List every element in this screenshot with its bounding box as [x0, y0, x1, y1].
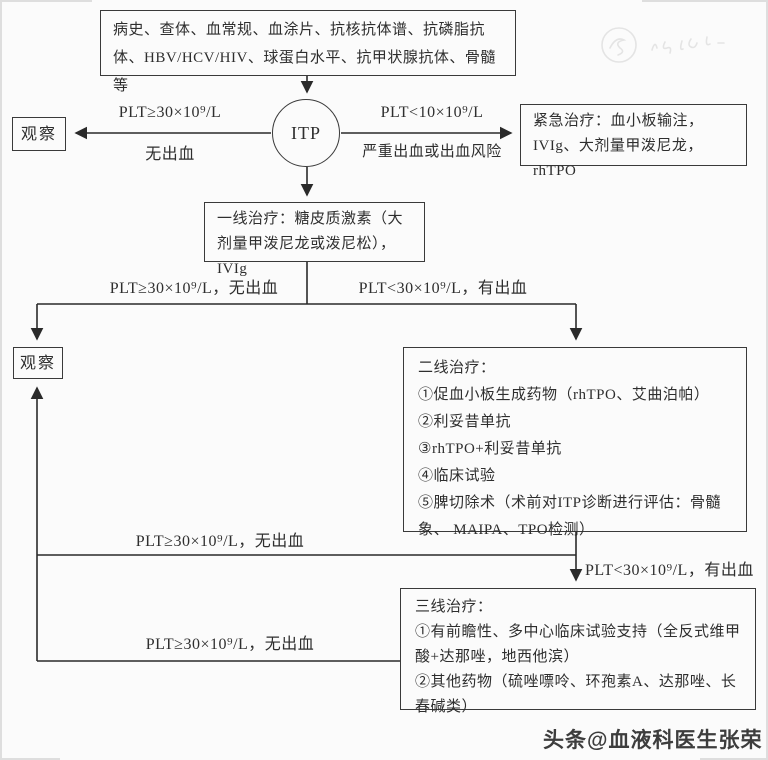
- secondline-treatment-box: 二线治疗： ①促血小板生成药物（rhTPO、艾曲泊帕） ②利妥昔单抗 ③rhTP…: [403, 347, 747, 538]
- label-second-bleed: PLT<30×10⁹/L，有出血: [585, 562, 754, 579]
- itp-node: ITP: [272, 99, 340, 167]
- label-second-no-bleed: PLT≥30×10⁹/L，无出血: [135, 533, 305, 550]
- label-first-bleed: PLT<30×10⁹/L，有出血: [358, 280, 528, 297]
- observe-top-label: 观察: [20, 125, 57, 143]
- scan-edge-right: [766, 0, 768, 760]
- secondline-item-3: ③rhTPO+利妥昔单抗: [418, 441, 562, 457]
- label-plt-ge30: PLT≥30×10⁹/L: [118, 104, 222, 121]
- firstline-treatment-text: 一线治疗：糖皮质激素（大剂量甲泼尼龙或泼尼松），IVIg: [217, 211, 404, 277]
- observe-box-top: 观察: [12, 117, 66, 151]
- label-first-no-bleed: PLT≥30×10⁹/L，无出血: [109, 280, 279, 297]
- label-severe-bleeding-risk: 严重出血或出血风险: [362, 144, 502, 160]
- thirdline-item-2: ②其他药物（硫唑嘌呤、环孢素A、达那唑、长春碱类）: [415, 674, 737, 715]
- observe-mid-label: 观察: [19, 354, 56, 372]
- secondline-title: 二线治疗：: [418, 360, 496, 376]
- label-plt-lt10: PLT<10×10⁹/L: [380, 104, 484, 121]
- publisher-logo-watermark-icon: [601, 27, 725, 63]
- emergency-treatment-box: 紧急治疗：血小板输注，IVIg、大剂量甲泼尼龙，rhTPO: [520, 104, 747, 179]
- observe-box-mid: 观察: [13, 347, 63, 379]
- scan-edge-top-left: [0, 0, 92, 2]
- thirdline-treatment-box: 三线治疗： ①有前瞻性、多中心临床试验支持（全反式维甲酸+达那唑，地西他滨） ②…: [400, 588, 756, 715]
- label-third-no-bleed: PLT≥30×10⁹/L，无出血: [145, 636, 315, 653]
- secondline-item-2: ②利妥昔单抗: [418, 414, 512, 430]
- scan-edge-bottom-right: [700, 758, 768, 760]
- secondline-item-1: ①促血小板生成药物（rhTPO、艾曲泊帕）: [418, 387, 710, 403]
- itp-label: ITP: [291, 122, 321, 143]
- label-no-bleeding: 无出血: [145, 146, 195, 163]
- thirdline-title: 三线治疗：: [415, 599, 493, 615]
- thirdline-item-1: ①有前瞻性、多中心临床试验支持（全反式维甲酸+达那唑，地西他滨）: [415, 624, 741, 665]
- workup-box: 病史、查体、血常规、血涂片、抗核抗体谱、抗磷脂抗体、HBV/HCV/HIV、球蛋…: [100, 10, 516, 94]
- scan-edge-top-right: [642, 0, 768, 2]
- credit-watermark: 头条@血液科医生张荣: [543, 729, 763, 752]
- secondline-item-5: ⑤脾切除术（术前对ITP诊断进行评估：骨髓象、 MAIPA、TPO检测）: [418, 495, 722, 538]
- emergency-treatment-text: 紧急治疗：血小板输注，IVIg、大剂量甲泼尼龙，rhTPO: [533, 113, 704, 179]
- firstline-treatment-box: 一线治疗：糖皮质激素（大剂量甲泼尼龙或泼尼松），IVIg: [204, 202, 425, 277]
- scan-edge-left: [0, 0, 2, 760]
- scan-edge-bottom-left: [0, 758, 60, 760]
- secondline-item-4: ④临床试验: [418, 468, 496, 484]
- workup-text: 病史、查体、血常规、血涂片、抗核抗体谱、抗磷脂抗体、HBV/HCV/HIV、球蛋…: [113, 22, 496, 94]
